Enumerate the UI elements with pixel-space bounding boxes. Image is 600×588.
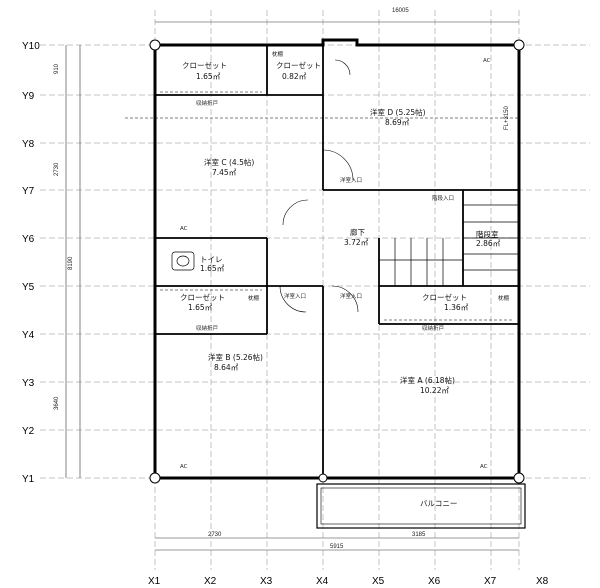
closet-ml-tag: 枕棚 (248, 294, 260, 302)
dim-bottom-2: 5915 (330, 544, 344, 550)
door-swings (279, 59, 359, 313)
axis-y10: Y10 (22, 41, 40, 52)
room-d-name: 洋室 D (5.25帖) (370, 107, 426, 117)
axis-y1: Y1 (22, 474, 35, 485)
axis-x2: X2 (204, 576, 217, 587)
outer-walls (153, 38, 521, 480)
room-a-name: 洋室 A (6.18帖) (400, 375, 455, 385)
room-a-area: 10.22㎡ (420, 386, 449, 395)
stair-area: 2.86㎡ (476, 239, 501, 248)
dim-bottom-3: 3185 (412, 532, 426, 538)
corner-columns (149, 39, 525, 484)
balcony-outline (316, 483, 526, 529)
axis-y3: Y3 (22, 378, 35, 389)
stair-name: 階段室 (476, 229, 499, 239)
storage-door-mr: 収納折戸 (422, 324, 445, 332)
closet-tl-tag: 枕棚 (272, 50, 284, 58)
storage-rails (125, 91, 519, 321)
axis-x8: X8 (536, 576, 549, 587)
hall-name: 廊下 (350, 227, 365, 237)
axis-x5: X5 (372, 576, 385, 587)
ac-label-d: AC (483, 58, 491, 64)
axis-y4: Y4 (22, 330, 35, 341)
room-b-area: 8.64㎡ (214, 363, 239, 372)
stair-entry-label: 階段入口 (432, 194, 454, 202)
closet-ml-name: クローゼット (180, 292, 225, 302)
dim-left-2: 2730 (54, 162, 60, 176)
closet-tl-name: クローゼット (182, 60, 227, 70)
dim-bottom-1: 2730 (208, 532, 222, 538)
room-d-area: 8.69㎡ (385, 118, 410, 127)
ac-label-a: AC (480, 464, 488, 470)
axis-x4: X4 (316, 576, 329, 587)
closet-tr-area: 0.82㎡ (282, 72, 307, 81)
x-axis-labels: X1 X2 X3 X4 X5 X6 X7 X8 (148, 576, 549, 587)
axis-y7: Y7 (22, 186, 35, 197)
closet-mr-name: クローゼット (422, 292, 467, 302)
ac-label-b: AC (180, 464, 188, 470)
room-c-area: 7.45㎡ (212, 168, 237, 177)
dim-left-3: 8190 (68, 256, 74, 270)
axis-x7: X7 (484, 576, 497, 587)
toilet-area: 1.65㎡ (200, 264, 225, 273)
room-entry-label: 洋室入口 (340, 176, 362, 184)
room-c-name: 洋室 C (4.5帖) (204, 157, 254, 167)
closet-tr-name: クローゼット (276, 60, 321, 70)
hall-area: 3.72㎡ (344, 238, 369, 247)
axis-y8: Y8 (22, 139, 35, 150)
axis-x6: X6 (428, 576, 441, 587)
dim-top: 16005 (392, 8, 409, 14)
storage-door-ml: 収納折戸 (196, 324, 219, 332)
axis-y6: Y6 (22, 234, 35, 245)
closet-tl-area: 1.65㎡ (196, 72, 221, 81)
axis-y9: Y9 (22, 91, 35, 102)
hall-entry-label: 洋室入口 (284, 292, 306, 300)
room-b-name: 洋室 B (5.26帖) (208, 352, 263, 362)
axis-x3: X3 (260, 576, 273, 587)
ac-label-c: AC (180, 226, 188, 232)
dimension-lines (65, 21, 519, 551)
interior-walls (155, 45, 519, 478)
closet-ml-area: 1.65㎡ (188, 303, 213, 312)
x-grid-lines (154, 10, 520, 570)
axis-y5: Y5 (22, 282, 35, 293)
axis-x1: X1 (148, 576, 161, 587)
storage-door-tl: 収納折戸 (196, 99, 219, 107)
room-entry-label-2: 洋室入口 (340, 292, 362, 300)
y-axis-labels: Y10 Y9 Y8 Y7 Y6 Y5 Y4 Y3 Y2 Y1 (22, 41, 40, 485)
closet-mr-area: 1.36㎡ (444, 303, 469, 312)
toilet-fixture (171, 251, 195, 271)
axis-y2: Y2 (22, 426, 35, 437)
dim-left-4: 3640 (54, 396, 60, 410)
closet-mr-tag: 枕棚 (498, 294, 510, 302)
toilet-name: トイレ (200, 255, 223, 264)
balcony-name: バルコニー (420, 499, 457, 508)
dim-left-1: 910 (54, 63, 60, 74)
stair-treads (379, 204, 519, 286)
balcony-inner (320, 487, 522, 525)
